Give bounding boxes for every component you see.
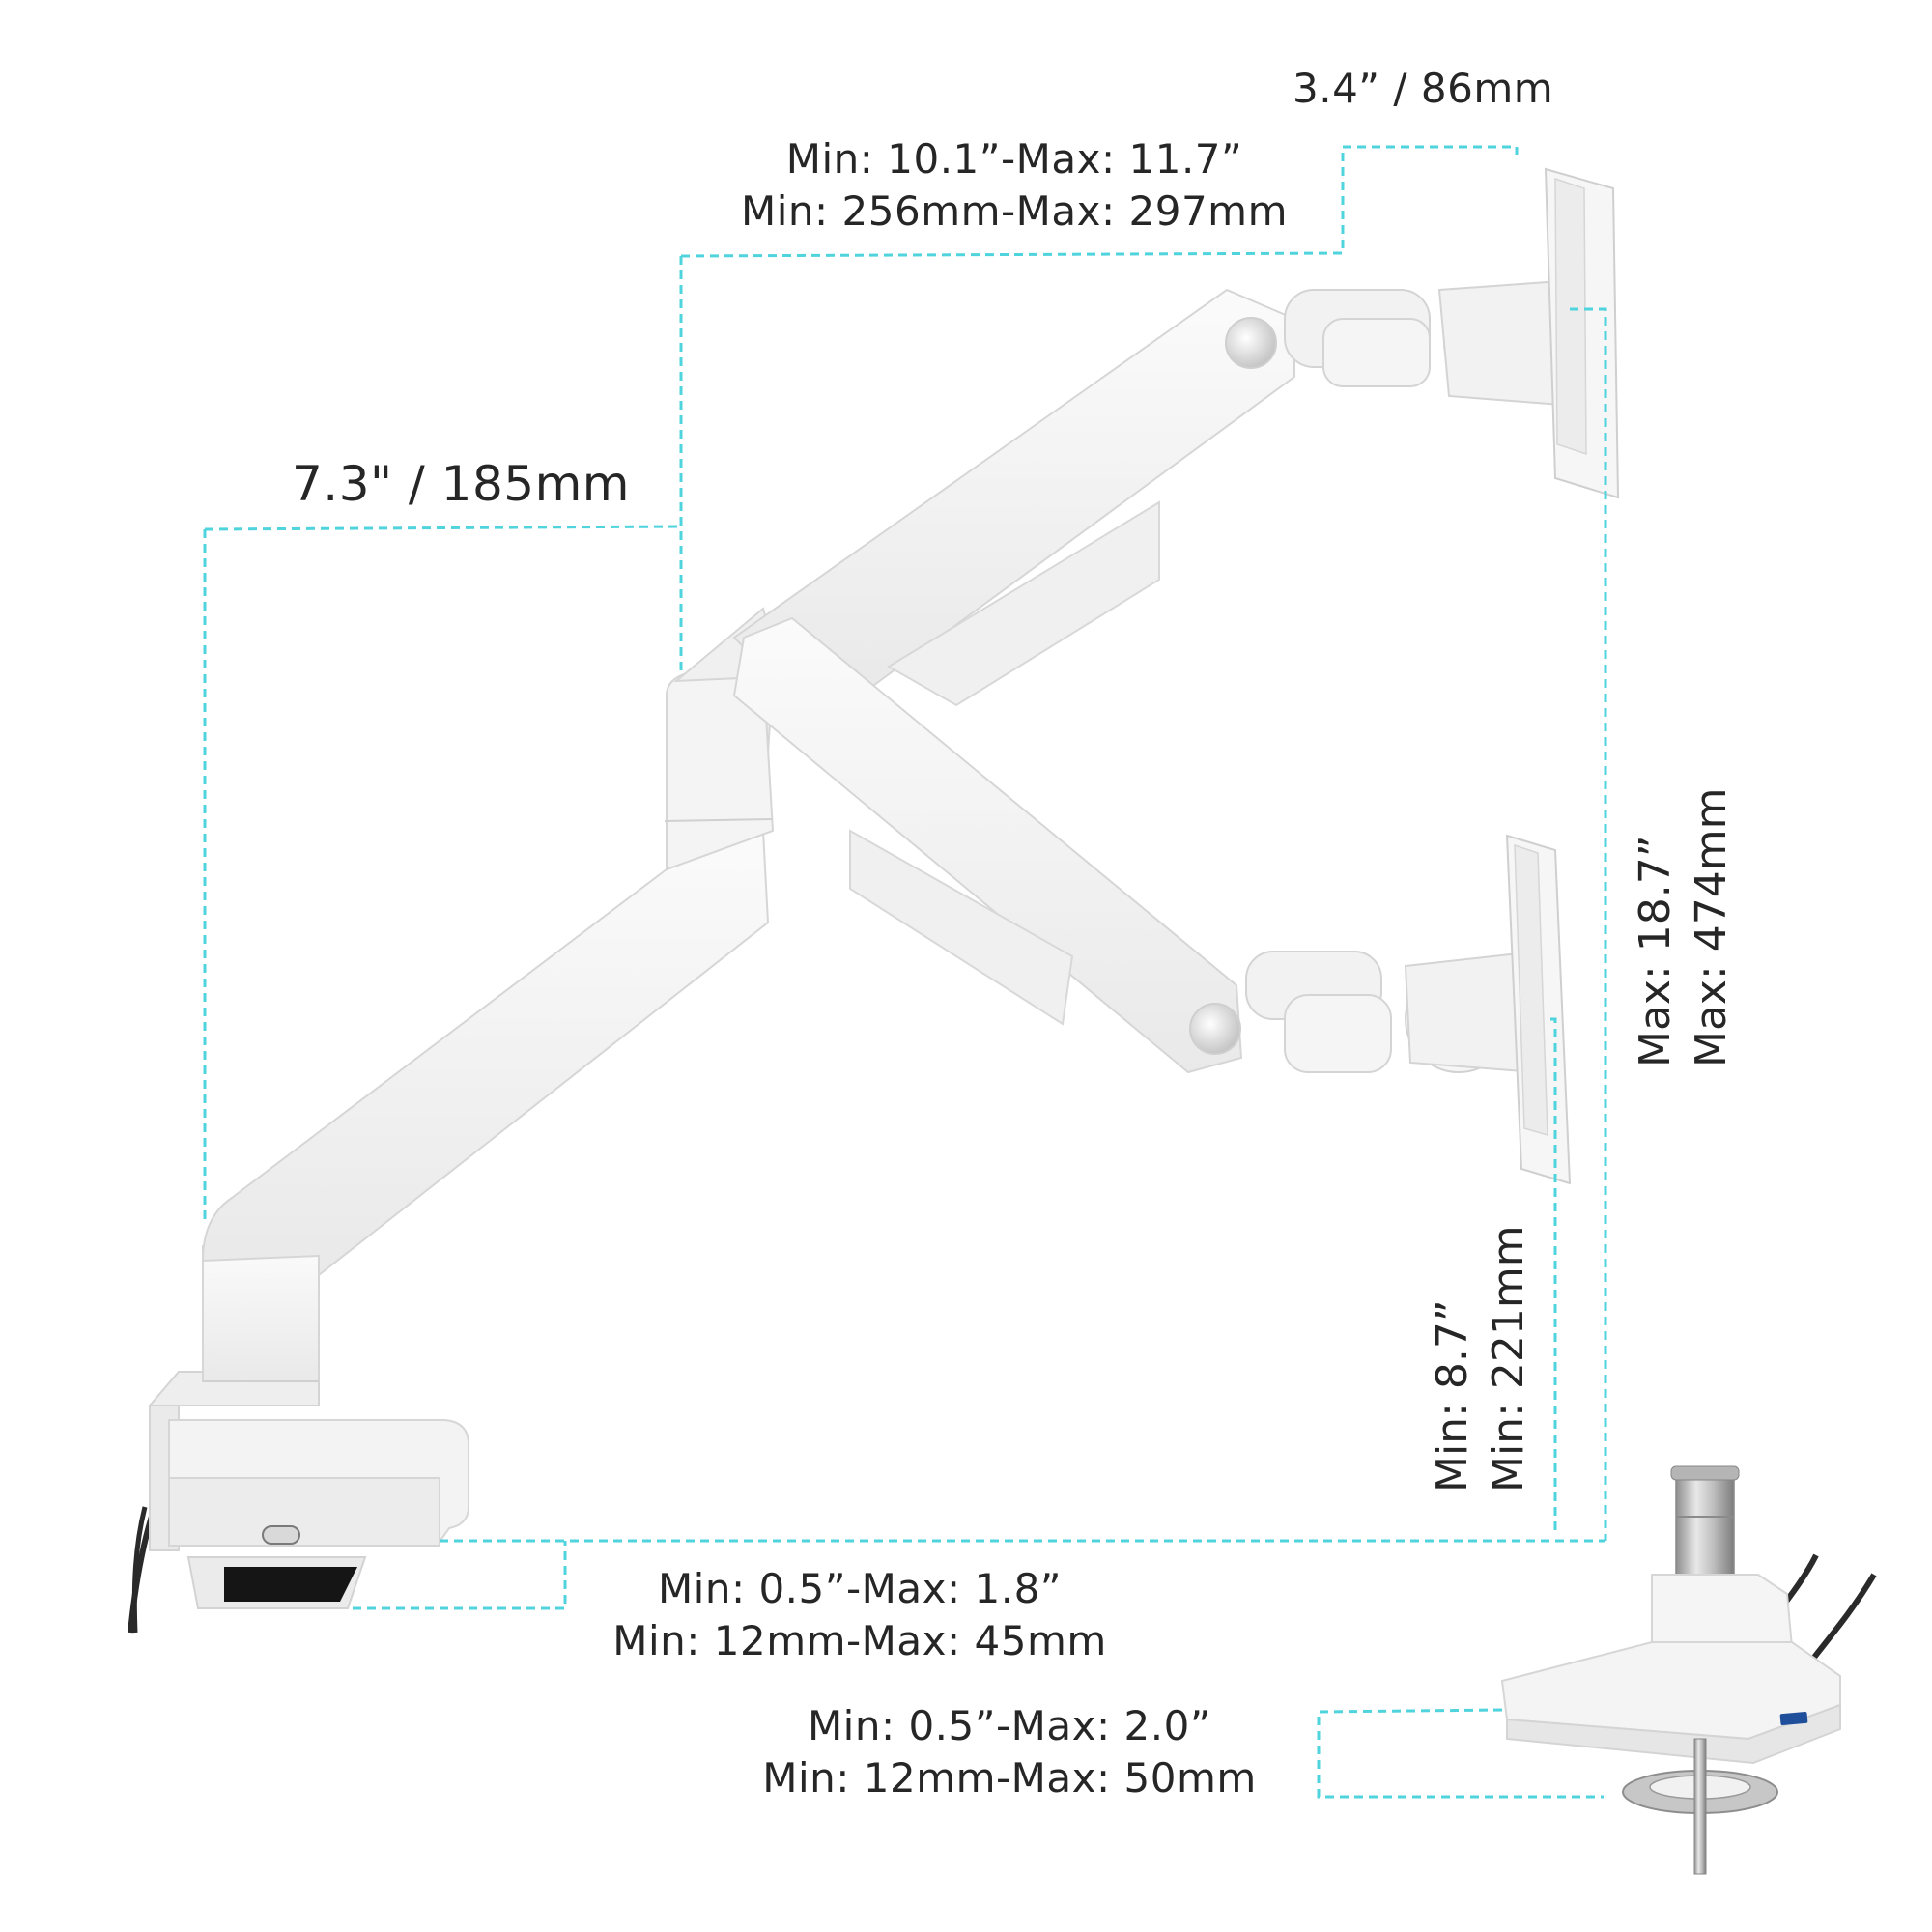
- usb-cable: [131, 1506, 148, 1634]
- label-grommet-imperial: Min: 0.5”-Max: 2.0”: [807, 1702, 1212, 1749]
- dim-min-height: [1550, 1017, 1557, 1536]
- label-pole-offset: 7.3" / 185mm: [292, 454, 630, 514]
- clamp-base: [147, 1371, 469, 1609]
- arm-base-post: [202, 1245, 320, 1382]
- label-pole-offset-text: 7.3" / 185mm: [292, 456, 630, 512]
- dim-grommet: [1317, 1708, 1604, 1799]
- label-top-offset-text: 3.4” / 86mm: [1293, 65, 1554, 112]
- lower-monitor-head: [1245, 834, 1572, 1185]
- label-arm-extension-imperial: Min: 10.1”-Max: 11.7”: [785, 135, 1243, 183]
- dim-pole-offset: [204, 525, 682, 531]
- upper-monitor-head: [1284, 167, 1620, 499]
- label-min-height-imperial: Min: 8.7”: [1428, 1299, 1477, 1492]
- label-max-height: Max: 18.7” Max: 474mm: [1628, 788, 1740, 1067]
- label-desk-clamp: Min: 0.5”-Max: 1.8” Min: 12mm-Max: 45mm: [599, 1563, 1121, 1667]
- label-desk-clamp-imperial: Min: 0.5”-Max: 1.8”: [657, 1565, 1063, 1612]
- dim-max-height: [1570, 307, 1607, 1541]
- dim-desk-clamp: [353, 1541, 567, 1610]
- label-arm-extension-metric: Min: 256mm-Max: 297mm: [741, 187, 1288, 235]
- label-min-height-metric: Min: 221mm: [1484, 1225, 1533, 1492]
- label-min-height: Min: 8.7” Min: 221mm: [1425, 1225, 1537, 1492]
- label-desk-clamp-metric: Min: 12mm-Max: 45mm: [612, 1617, 1107, 1664]
- lower-arm: [732, 616, 1243, 1074]
- dim-arm-extension: [680, 147, 1345, 258]
- label-top-offset: 3.4” / 86mm: [1293, 63, 1553, 115]
- dim-top-offset: [1343, 145, 1519, 155]
- label-grommet: Min: 0.5”-Max: 2.0” Min: 12mm-Max: 50mm: [749, 1700, 1270, 1804]
- grommet-mount: [1500, 1465, 1877, 1875]
- label-max-height-imperial: Max: 18.7”: [1631, 835, 1680, 1067]
- label-arm-extension: Min: 10.1”-Max: 11.7” Min: 256mm-Max: 29…: [715, 133, 1314, 238]
- label-max-height-metric: Max: 474mm: [1687, 787, 1736, 1067]
- label-grommet-metric: Min: 12mm-Max: 50mm: [762, 1754, 1257, 1802]
